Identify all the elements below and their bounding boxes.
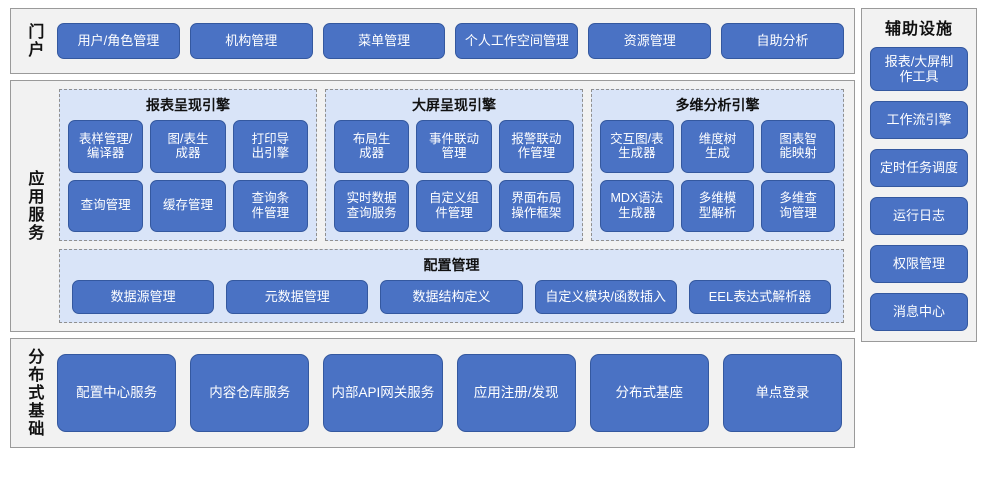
portal-section-label: 门户 bbox=[25, 23, 43, 59]
tile-workflow-engine[interactable]: 工作流引擎 bbox=[870, 101, 968, 139]
portal-tile-user-role[interactable]: 用户/角色管理 bbox=[57, 23, 180, 59]
engine-panels: 报表呈现引擎 表样管理/ 编译器 图/表生 成器 打印导 出引擎 查询管理 缓存… bbox=[59, 89, 844, 241]
tile-app-registry-discovery[interactable]: 应用注册/发现 bbox=[456, 354, 576, 432]
tile-chart-smart-mapping[interactable]: 图表智 能映射 bbox=[761, 120, 835, 173]
tile-custom-component-management[interactable]: 自定义组 件管理 bbox=[416, 179, 492, 232]
panel-olap-engine-title: 多维分析引擎 bbox=[675, 97, 760, 113]
tile-multidim-query-management[interactable]: 多维查 询管理 bbox=[761, 179, 835, 232]
panel-config-management: 配置管理 数据源管理 元数据管理 数据结构定义 自定义模块/函数插入 EEL表达… bbox=[59, 249, 844, 323]
portal-tile-org[interactable]: 机构管理 bbox=[189, 23, 313, 59]
panel-config-management-items: 数据源管理 元数据管理 数据结构定义 自定义模块/函数插入 EEL表达式解析器 bbox=[68, 280, 835, 314]
app-services-body: 报表呈现引擎 表样管理/ 编译器 图/表生 成器 打印导 出引擎 查询管理 缓存… bbox=[55, 81, 854, 331]
tile-eel-expression-parser[interactable]: EEL表达式解析器 bbox=[688, 280, 832, 314]
tile-event-linkage-management[interactable]: 事件联动 管理 bbox=[416, 120, 492, 173]
tile-message-center[interactable]: 消息中心 bbox=[870, 293, 968, 331]
panel-config-management-title: 配置管理 bbox=[423, 257, 480, 273]
tile-scheduled-task-scheduler[interactable]: 定时任务调度 bbox=[870, 149, 968, 187]
aux-facilities-items: 报表/大屏制 作工具 工作流引擎 定时任务调度 运行日志 权限管理 消息中心 bbox=[870, 47, 968, 333]
portal-tile-resource[interactable]: 资源管理 bbox=[588, 23, 712, 59]
tile-alarm-action-management[interactable]: 报警联动 作管理 bbox=[498, 120, 574, 173]
portal-tile-self-service[interactable]: 自助分析 bbox=[721, 23, 844, 59]
tile-ui-layout-framework[interactable]: 界面布局 操作框架 bbox=[498, 179, 574, 232]
aux-facilities-title: 辅助设施 bbox=[884, 21, 953, 38]
distributed-base-section: 分布式基础 配置中心服务 内容仓库服务 内部API网关服务 应用注册/发现 分布… bbox=[10, 338, 855, 448]
panel-bigscreen-engine-title: 大屏呈现引擎 bbox=[412, 97, 496, 113]
tile-data-structure-definition[interactable]: 数据结构定义 bbox=[380, 280, 523, 314]
tile-layout-generator[interactable]: 布局生 成器 bbox=[334, 120, 410, 173]
tile-interactive-chart-generator[interactable]: 交互图/表 生成器 bbox=[600, 120, 674, 173]
tile-runtime-log[interactable]: 运行日志 bbox=[870, 197, 968, 235]
panel-olap-engine: 多维分析引擎 交互图/表 生成器 维度树 生成 图表智 能映射 MDX语法 生成… bbox=[591, 89, 844, 241]
panel-bigscreen-engine-items: 布局生 成器 事件联动 管理 报警联动 作管理 实时数据 查询服务 自定义组 件… bbox=[334, 120, 574, 232]
distributed-base-section-label: 分布式基础 bbox=[25, 348, 43, 438]
tile-distributed-foundation[interactable]: 分布式基座 bbox=[589, 354, 709, 432]
panel-olap-engine-items: 交互图/表 生成器 维度树 生成 图表智 能映射 MDX语法 生成器 多维模 型… bbox=[600, 120, 835, 232]
app-services-section-label: 应用服务 bbox=[25, 170, 43, 242]
tile-permission-management[interactable]: 权限管理 bbox=[870, 245, 968, 283]
tile-print-export-engine[interactable]: 打印导 出引擎 bbox=[232, 120, 308, 173]
panel-report-engine-items: 表样管理/ 编译器 图/表生 成器 打印导 出引擎 查询管理 缓存管理 查询条 … bbox=[68, 120, 308, 232]
tile-datasource-management[interactable]: 数据源管理 bbox=[72, 280, 215, 314]
tile-config-center-service[interactable]: 配置中心服务 bbox=[57, 354, 177, 432]
tile-single-sign-on[interactable]: 单点登录 bbox=[722, 354, 843, 432]
tile-custom-module-function[interactable]: 自定义模块/函数插入 bbox=[534, 280, 677, 314]
tile-query-condition-management[interactable]: 查询条 件管理 bbox=[232, 179, 308, 232]
tile-content-repository-service[interactable]: 内容仓库服务 bbox=[190, 354, 310, 432]
tile-metadata-management[interactable]: 元数据管理 bbox=[226, 280, 369, 314]
panel-report-engine-title: 报表呈现引擎 bbox=[146, 97, 230, 113]
panel-bigscreen-engine: 大屏呈现引擎 布局生 成器 事件联动 管理 报警联动 作管理 实时数据 查询服务… bbox=[325, 89, 583, 241]
tile-cache-management[interactable]: 缓存管理 bbox=[150, 179, 226, 232]
portal-tile-menu[interactable]: 菜单管理 bbox=[322, 23, 446, 59]
panel-report-engine: 报表呈现引擎 表样管理/ 编译器 图/表生 成器 打印导 出引擎 查询管理 缓存… bbox=[59, 89, 317, 241]
tile-query-management[interactable]: 查询管理 bbox=[68, 179, 144, 232]
portal-items: 用户/角色管理 机构管理 菜单管理 个人工作空间管理 资源管理 自助分析 bbox=[55, 9, 854, 73]
tile-template-manager[interactable]: 表样管理/ 编译器 bbox=[68, 120, 144, 173]
app-services-section: 应用服务 报表呈现引擎 表样管理/ 编译器 图/表生 成器 打印导 出引擎 查询… bbox=[10, 80, 855, 332]
tile-realtime-data-query-service[interactable]: 实时数据 查询服务 bbox=[334, 179, 410, 232]
tile-dimension-tree-generation[interactable]: 维度树 生成 bbox=[680, 120, 755, 173]
aux-facilities-section: 辅助设施 报表/大屏制 作工具 工作流引擎 定时任务调度 运行日志 权限管理 消… bbox=[861, 8, 977, 342]
portal-tile-workspace[interactable]: 个人工作空间管理 bbox=[455, 23, 579, 59]
tile-multidim-model-parsing[interactable]: 多维模 型解析 bbox=[680, 179, 755, 232]
portal-section: 门户 用户/角色管理 机构管理 菜单管理 个人工作空间管理 资源管理 自助分析 bbox=[10, 8, 855, 74]
tile-internal-api-gateway-service[interactable]: 内部API网关服务 bbox=[323, 354, 443, 432]
tile-mdx-syntax-generator[interactable]: MDX语法 生成器 bbox=[600, 179, 674, 232]
tile-chart-table-generator[interactable]: 图/表生 成器 bbox=[150, 120, 226, 173]
distributed-base-items: 配置中心服务 内容仓库服务 内部API网关服务 应用注册/发现 分布式基座 单点… bbox=[55, 339, 854, 447]
tile-report-bigscreen-authoring-tool[interactable]: 报表/大屏制 作工具 bbox=[870, 47, 968, 91]
